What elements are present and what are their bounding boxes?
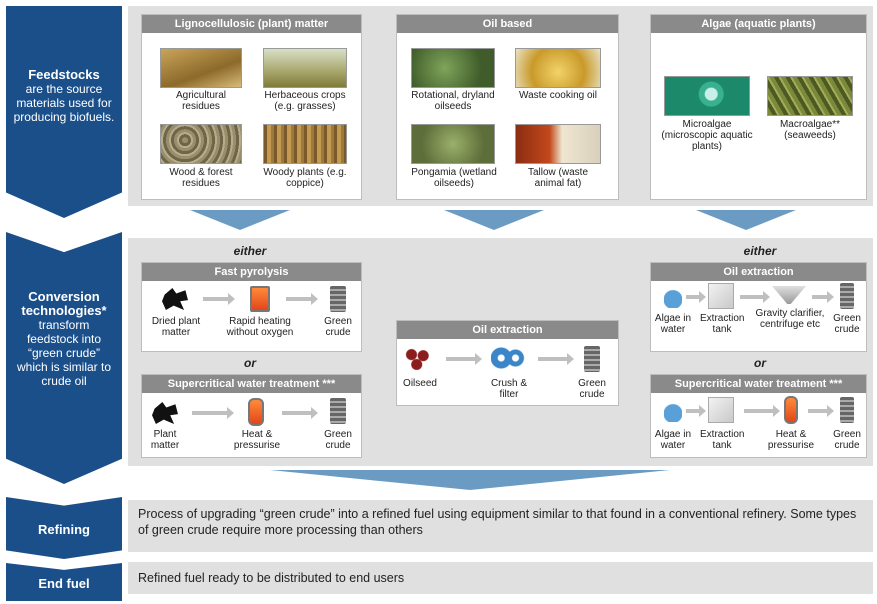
waste-cooking-oil-image — [515, 48, 601, 88]
green-crude-caption: Green crude — [833, 313, 861, 335]
pressure-vessel-icon — [248, 398, 264, 426]
herbaceous-crops-image — [263, 48, 347, 88]
flow-arrow — [808, 405, 834, 417]
heat-pressurise-caption: Heat & pressurise — [767, 429, 815, 451]
algae-water-icon — [664, 284, 682, 308]
down-arrow-refining — [270, 470, 670, 490]
microalgae-caption: Microalgae (microscopic aquatic plants) — [661, 119, 753, 152]
green-crude-icon — [584, 346, 600, 372]
oil-box: Oil based — [396, 14, 619, 200]
extraction-tank-caption: Extraction tank — [700, 313, 745, 335]
scw-left-title: Supercritical water treatment *** — [142, 375, 361, 393]
flow-arrow — [744, 405, 780, 417]
refining-title: Refining — [38, 522, 90, 537]
down-arrow-ligno — [190, 210, 290, 230]
algae-water-caption: Algae in water — [654, 313, 692, 335]
green-crude-icon — [840, 397, 854, 423]
oilseed-icon — [405, 348, 431, 370]
flow-arrow — [192, 407, 234, 419]
extraction-tank-icon — [708, 283, 734, 309]
extraction-tank-caption: Extraction tank — [700, 429, 745, 451]
ligno-title: Lignocellulosic (plant) matter — [142, 15, 361, 33]
flow-arrow — [446, 353, 482, 365]
rotational-oilseeds-image — [411, 48, 495, 88]
plant-matter-caption: Plant matter — [150, 429, 180, 451]
crush-filter-caption: Crush & filter — [490, 378, 528, 400]
waste-cooking-oil-caption: Waste cooking oil — [519, 90, 597, 101]
green-crude-icon — [840, 283, 854, 309]
green-crude-caption: Green crude — [324, 429, 352, 451]
woody-plants-caption: Woody plants (e.g. coppice) — [263, 167, 347, 189]
pongamia-caption: Pongamia (wetland oilseeds) — [411, 167, 497, 189]
herbaceous-crops-caption: Herbaceous crops (e.g. grasses) — [264, 90, 346, 112]
conversion-title: Conversion technologies* — [21, 289, 107, 318]
refining-panel — [128, 500, 873, 552]
green-crude-caption: Green crude — [833, 429, 861, 451]
oil-title: Oil based — [397, 15, 618, 33]
woody-plants-image — [263, 124, 347, 164]
down-arrow-algae — [696, 210, 796, 230]
agricultural-residues-caption: Agricultural residues — [175, 90, 227, 112]
flow-arrow — [686, 405, 706, 417]
algae-title: Algae (aquatic plants) — [651, 15, 866, 33]
green-crude-icon — [330, 286, 346, 312]
feedstocks-title: Feedstocks — [28, 67, 100, 82]
agricultural-residues-image — [160, 48, 242, 88]
flow-arrow — [282, 407, 318, 419]
flow-arrow — [203, 293, 235, 305]
oil-extraction-right-box: Oil extraction — [650, 262, 867, 352]
green-crude-caption: Green crude — [578, 378, 606, 400]
or-right: or — [754, 356, 766, 370]
macroalgae-caption: Macroalgae** (seaweeds) — [779, 119, 841, 141]
oilseed-caption: Oilseed — [403, 378, 437, 389]
tallow-image — [515, 124, 601, 164]
scw-right-title: Supercritical water treatment *** — [651, 375, 866, 393]
rotational-oilseeds-caption: Rotational, dryland oilseeds — [411, 90, 495, 112]
green-crude-caption: Green crude — [324, 316, 352, 338]
flow-arrow — [538, 353, 574, 365]
extraction-tank-icon — [708, 397, 734, 423]
tallow-caption: Tallow (waste animal fat) — [527, 167, 589, 189]
end-fuel-label: End fuel — [6, 563, 122, 601]
conversion-label: Conversion technologies* transform feeds… — [6, 232, 122, 484]
flow-arrow — [686, 291, 706, 303]
down-arrow-oil — [444, 210, 544, 230]
flow-arrow — [740, 291, 770, 303]
gravity-clarifier-caption: Gravity clarifier, centrifuge etc — [755, 308, 825, 330]
either-right: either — [743, 244, 777, 258]
pressure-vessel-icon — [784, 396, 798, 424]
end-fuel-title: End fuel — [38, 576, 90, 591]
refining-text: Process of upgrading “green crude” into … — [138, 507, 857, 537]
end-fuel-text: Refined fuel ready to be distributed to … — [138, 571, 405, 585]
conversion-body: transform feedstock into “green crude” w… — [16, 318, 112, 388]
heating-vessel-icon — [250, 286, 270, 312]
either-left: either — [233, 244, 267, 258]
fast-pyrolysis-title: Fast pyrolysis — [142, 263, 361, 281]
flow-arrow — [286, 293, 318, 305]
end-fuel-panel — [128, 562, 873, 594]
feedstocks-label: Feedstocks are the source materials used… — [6, 6, 122, 218]
algae-water-icon — [664, 398, 682, 422]
gears-icon — [491, 346, 525, 370]
green-crude-icon — [330, 398, 346, 424]
pongamia-image — [411, 124, 495, 164]
rapid-heating-caption: Rapid heating without oxygen — [226, 316, 294, 338]
microalgae-image — [664, 76, 750, 116]
oil-extraction-mid-title: Oil extraction — [397, 321, 618, 339]
plant-matter-icon — [152, 402, 178, 424]
flow-arrow — [812, 291, 834, 303]
oil-extraction-right-title: Oil extraction — [651, 263, 866, 281]
ligno-box: Lignocellulosic (plant) matter — [141, 14, 362, 200]
macroalgae-image — [767, 76, 853, 116]
or-left: or — [244, 356, 256, 370]
feedstocks-body: are the source materials used for produc… — [13, 82, 115, 124]
wood-residues-image — [160, 124, 242, 164]
dried-plant-caption: Dried plant matter — [151, 316, 201, 338]
heat-pressurise-caption: Heat & pressurise — [233, 429, 281, 451]
dried-plant-icon — [162, 288, 188, 310]
wood-residues-caption: Wood & forest residues — [169, 167, 233, 189]
refining-label: Refining — [6, 497, 122, 559]
algae-water-caption: Algae in water — [654, 429, 692, 451]
